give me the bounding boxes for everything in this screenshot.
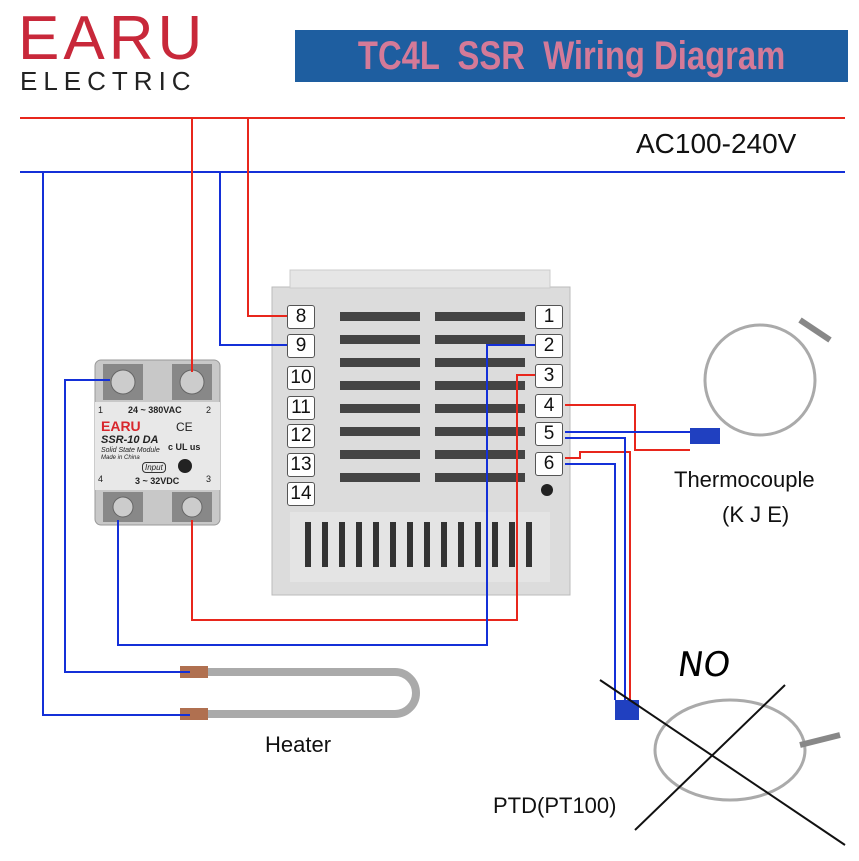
heater-label: Heater xyxy=(265,732,332,757)
ssr-made: Made in China xyxy=(101,455,140,461)
terminal-6: 6 xyxy=(535,452,563,476)
brand-logo: EARU xyxy=(18,4,207,73)
no-handwritten: NO xyxy=(675,645,734,685)
ssr-input-label: Input xyxy=(142,462,166,473)
terminal-14: 14 xyxy=(287,482,315,506)
terminal-10: 10 xyxy=(287,366,315,390)
ce-mark: CE xyxy=(176,420,193,434)
terminal-9: 9 xyxy=(287,334,315,358)
page-title: TC4L SSR Wiring Diagram xyxy=(357,33,786,78)
ssr-pin-1: 1 xyxy=(98,405,104,415)
voltage-label: AC100-240V xyxy=(636,128,797,159)
terminal-3: 3 xyxy=(535,364,563,388)
terminal-2: 2 xyxy=(535,334,563,358)
title-banner: TC4L SSR Wiring Diagram xyxy=(295,30,848,82)
terminal-12: 12 xyxy=(287,424,315,448)
brand-logo-sub: ELECTRIC xyxy=(20,66,197,96)
thermocouple-label: Thermocouple xyxy=(674,467,815,492)
ssr-pin-2: 2 xyxy=(206,405,212,415)
terminal-1: 1 xyxy=(535,305,563,329)
terminal-11: 11 xyxy=(287,396,315,420)
vent-slots xyxy=(340,312,525,482)
terminal-5: 5 xyxy=(535,422,563,446)
terminal-4: 4 xyxy=(535,394,563,418)
ul-mark: c UL us xyxy=(168,442,201,452)
ssr-dc-range: 3 ~ 32VDC xyxy=(135,476,180,486)
ptd-label: PTD(PT100) xyxy=(493,793,617,818)
no-cross-mark xyxy=(599,679,846,846)
ssr-model: SSR-10 DA xyxy=(101,434,159,446)
ssr-desc: Solid State Module xyxy=(101,447,160,454)
thermocouple-types: (K J E) xyxy=(722,502,790,527)
terminal-13: 13 xyxy=(287,453,315,477)
heater-element xyxy=(205,668,420,718)
ssr-brand: EARU xyxy=(101,418,141,434)
terminal-8: 8 xyxy=(287,305,315,329)
ssr-ac-range: 24 ~ 380VAC xyxy=(128,405,182,415)
ssr-pin-3: 3 xyxy=(206,474,212,484)
ssr-pin-4: 4 xyxy=(98,474,104,484)
